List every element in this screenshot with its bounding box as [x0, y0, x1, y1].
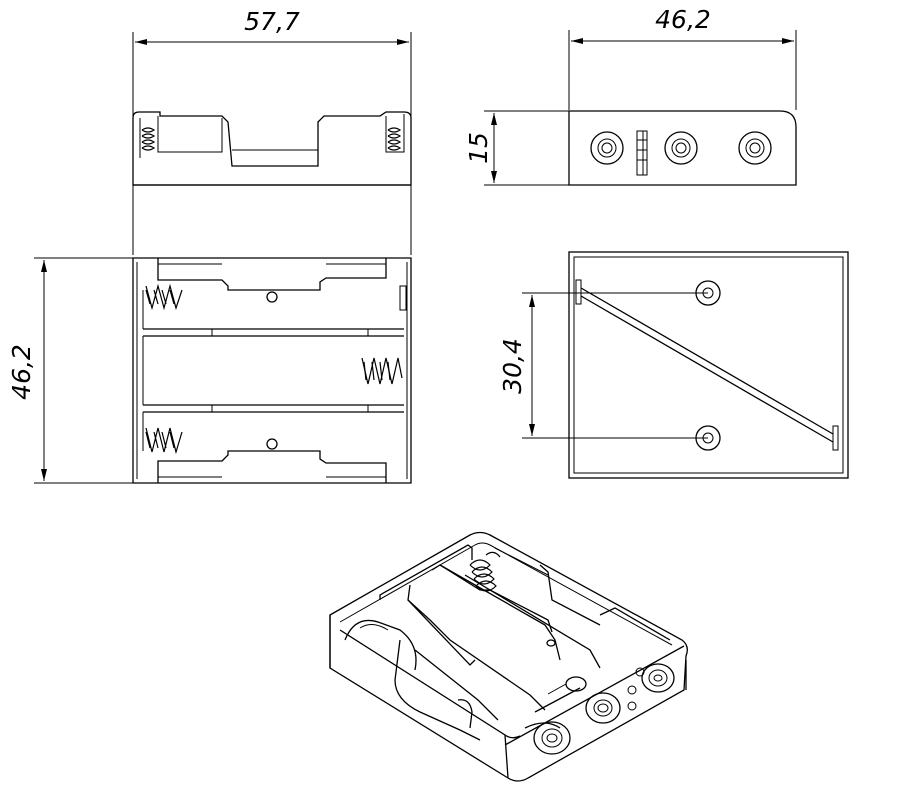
bottom-view: 30,4 — [498, 251, 849, 479]
front-view: 57,7 — [132, 7, 412, 255]
top-view: 46,2 — [7, 257, 412, 484]
side-view: 46,2 15 — [464, 5, 797, 186]
dimension-side-width: 46,2 — [655, 5, 711, 34]
dimension-top-height: 46,2 — [7, 344, 36, 400]
dimension-top-width: 57,7 — [244, 7, 300, 36]
isometric-view — [329, 531, 688, 782]
dimension-side-height: 15 — [464, 132, 493, 164]
dimension-contact-spacing: 30,4 — [498, 338, 527, 394]
